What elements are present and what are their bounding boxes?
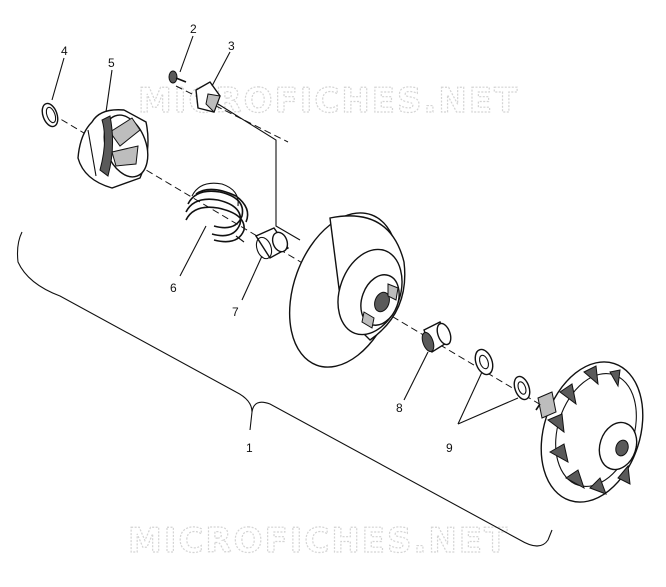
assembly-bracket: [16, 231, 553, 547]
watermark-bottom: MICROFICHES.NET: [128, 521, 509, 561]
callout-spring: 6: [170, 281, 177, 295]
callout-cam: 5: [108, 56, 115, 70]
callout-cap: 3: [228, 39, 235, 53]
small-bushing-part: [254, 227, 290, 260]
callout-bushing-small: 7: [232, 305, 239, 319]
washer-part-1: [474, 348, 494, 376]
cap-part: [195, 81, 221, 113]
washer-part-2: [513, 375, 531, 401]
watermark-top: MICROFICHES.NET: [138, 81, 519, 121]
fixed-sheave-part: [535, 361, 644, 503]
movable-sheave-part: [288, 212, 406, 368]
callout-screw: 2: [190, 22, 197, 36]
spring-part: [185, 182, 249, 243]
callout-washers: 9: [446, 441, 453, 455]
cam-part: [77, 109, 149, 189]
leader-lines: [51, 35, 519, 425]
callout-bushing-large: 8: [396, 401, 403, 415]
screw-part: [168, 70, 187, 84]
retaining-ring-part: [41, 102, 59, 128]
callout-retaining-ring: 4: [61, 44, 68, 58]
large-bushing-part: [421, 321, 452, 354]
callout-assembly: 1: [246, 441, 253, 455]
